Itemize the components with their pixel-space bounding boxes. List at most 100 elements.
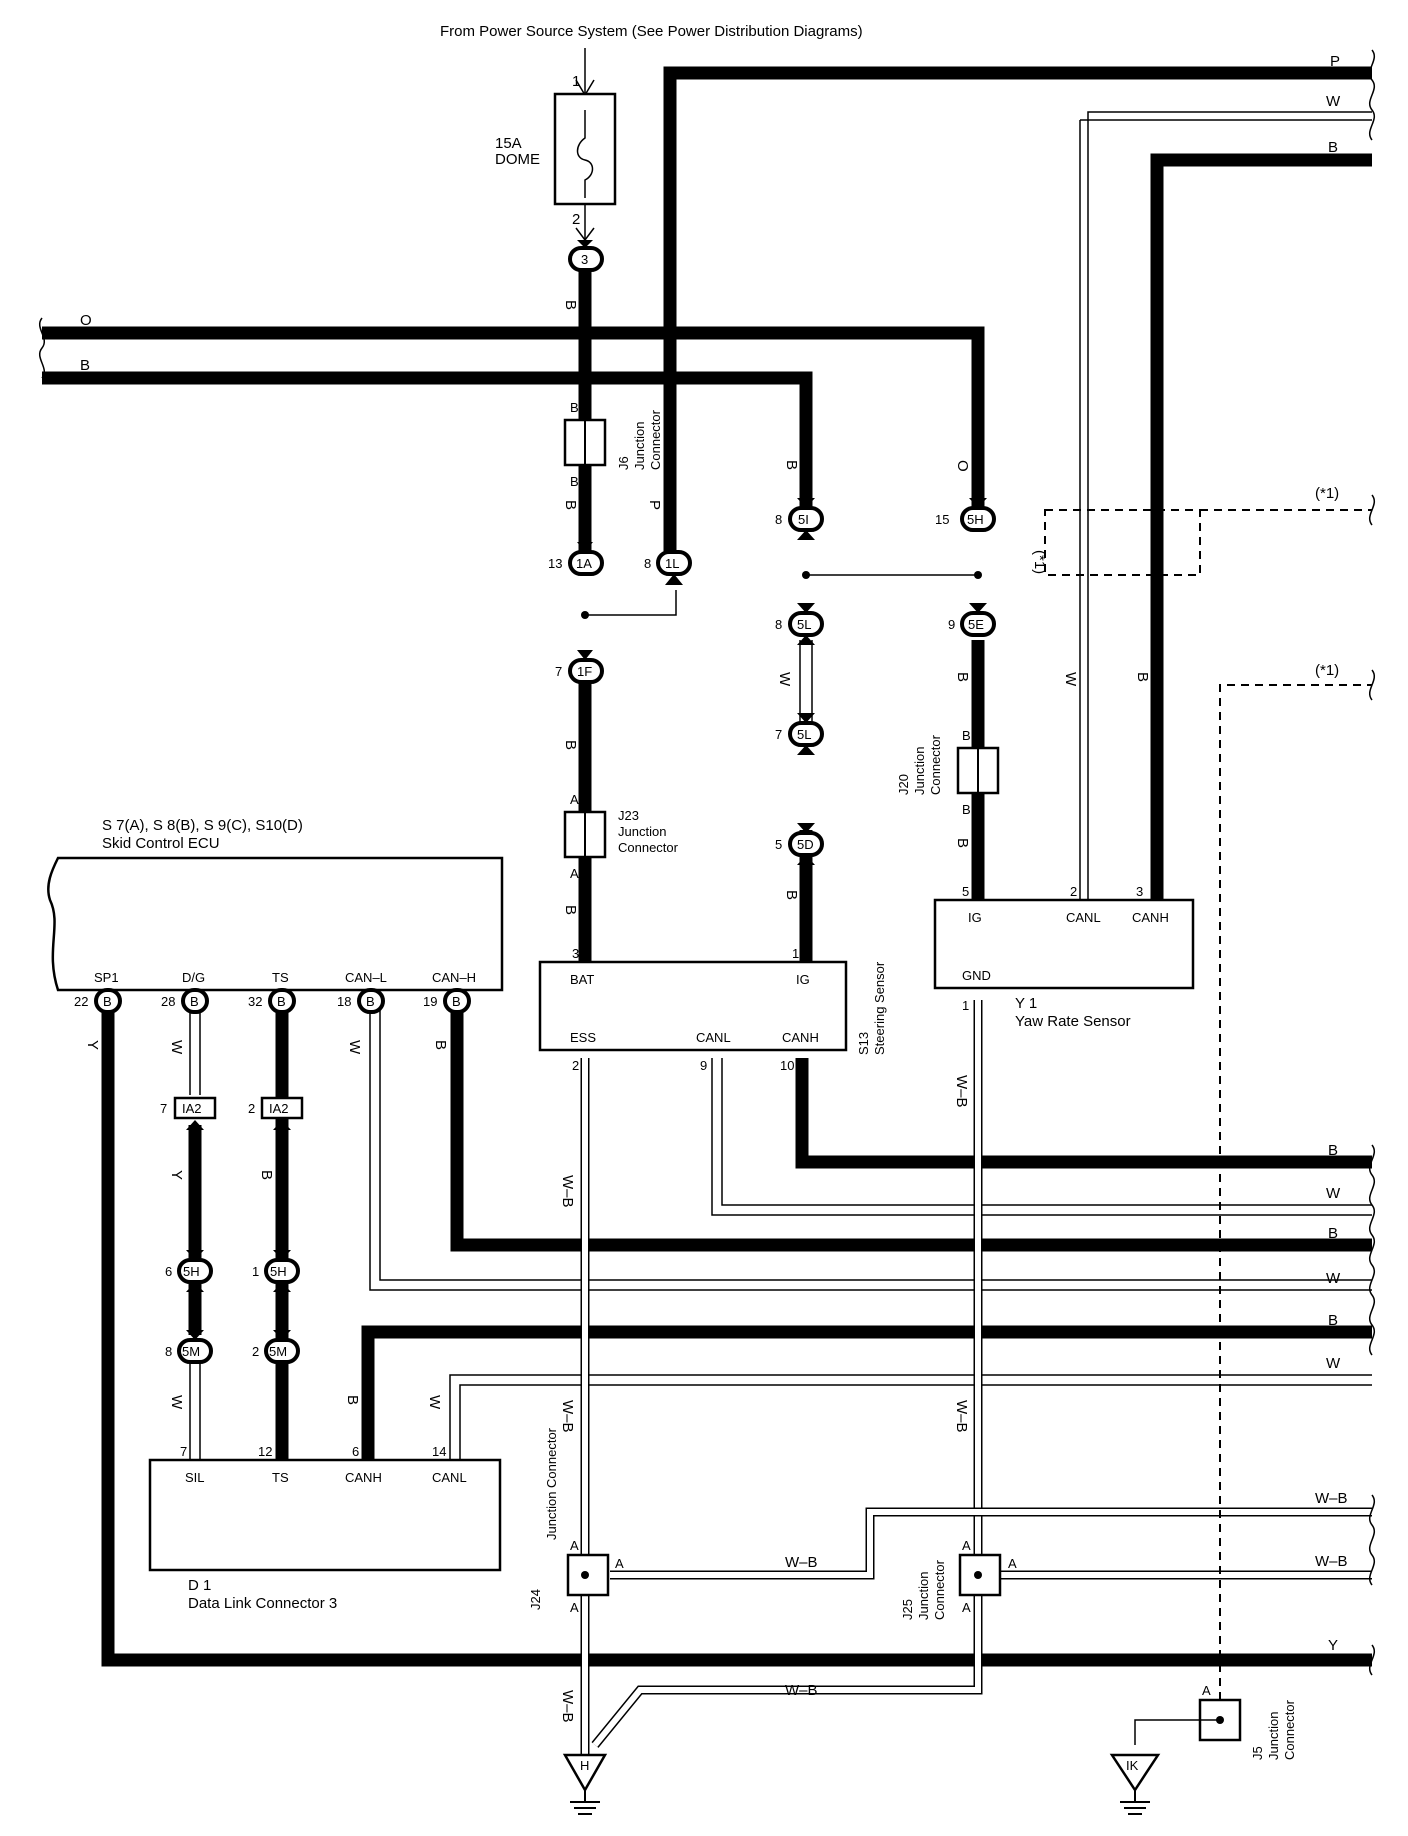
svg-text:5: 5 xyxy=(775,837,782,852)
svg-text:5L: 5L xyxy=(797,727,811,742)
svg-text:B: B xyxy=(103,994,112,1009)
svg-text:2: 2 xyxy=(1070,884,1077,899)
svg-text:IA2: IA2 xyxy=(182,1101,202,1116)
svg-text:1: 1 xyxy=(572,73,580,90)
svg-text:J24: J24 xyxy=(528,1589,543,1610)
svg-text:Junction: Junction xyxy=(632,422,647,470)
svg-text:15A: 15A xyxy=(495,135,522,152)
svg-text:12: 12 xyxy=(258,1444,272,1459)
svg-text:H: H xyxy=(580,1758,589,1773)
svg-text:W–B: W–B xyxy=(953,1075,970,1108)
svg-text:TS: TS xyxy=(272,970,289,985)
yaw-rate-sensor: IG CANL CANH GND 5 2 3 1 Y 1 Yaw Rate Se… xyxy=(933,884,1195,1030)
svg-text:CANH: CANH xyxy=(345,1470,382,1485)
connector-5h: 5H6 5H1 xyxy=(165,1258,300,1284)
fuse-15a-dome: 1 15A DOME 2 xyxy=(495,73,617,228)
svg-text:3: 3 xyxy=(581,252,588,267)
svg-text:D/G: D/G xyxy=(182,970,205,985)
svg-text:J23: J23 xyxy=(618,808,639,823)
svg-text:8: 8 xyxy=(775,617,782,632)
svg-text:A: A xyxy=(962,1538,971,1553)
svg-text:B: B xyxy=(1328,139,1338,156)
svg-text:J25: J25 xyxy=(900,1599,915,1620)
svg-text:5H: 5H xyxy=(270,1264,287,1279)
svg-text:2: 2 xyxy=(572,1058,579,1073)
svg-text:B: B xyxy=(570,474,579,489)
svg-text:32: 32 xyxy=(248,994,262,1009)
connector-1a: 1A 13 xyxy=(548,550,604,576)
svg-text:W–B: W–B xyxy=(559,1175,576,1208)
svg-text:S13: S13 xyxy=(856,1032,871,1055)
svg-text:CANL: CANL xyxy=(1066,910,1101,925)
junction-connector-j24: A A A J24 Junction Connector xyxy=(528,1427,624,1615)
connector-5h-top: 5H 15 xyxy=(935,506,996,532)
svg-text:5M: 5M xyxy=(269,1344,287,1359)
connector-1l: 1L 8 xyxy=(644,550,692,576)
svg-text:7: 7 xyxy=(160,1101,167,1116)
svg-text:CANH: CANH xyxy=(782,1030,819,1045)
svg-text:TS: TS xyxy=(272,1470,289,1485)
svg-text:1A: 1A xyxy=(576,556,592,571)
connector-5i: 5I 8 xyxy=(775,506,824,532)
svg-text:Connector: Connector xyxy=(648,409,663,470)
svg-text:5E: 5E xyxy=(968,617,984,632)
svg-text:9: 9 xyxy=(700,1058,707,1073)
svg-text:ESS: ESS xyxy=(570,1030,596,1045)
svg-text:B: B xyxy=(783,460,800,470)
svg-text:B: B xyxy=(80,357,90,374)
svg-text:B: B xyxy=(1328,1142,1338,1159)
svg-text:Junction: Junction xyxy=(916,1572,931,1620)
ground-ik: IK xyxy=(1109,1753,1161,1815)
svg-text:7: 7 xyxy=(775,727,782,742)
svg-text:9: 9 xyxy=(948,617,955,632)
svg-text:A: A xyxy=(570,1600,579,1615)
svg-text:1L: 1L xyxy=(665,556,679,571)
svg-text:B: B xyxy=(258,1170,275,1180)
svg-text:2: 2 xyxy=(572,211,580,228)
note-3: (*1) xyxy=(1315,662,1339,679)
svg-text:Data Link Connector 3: Data Link Connector 3 xyxy=(188,1595,337,1612)
svg-text:W: W xyxy=(1326,93,1341,110)
svg-text:CAN–H: CAN–H xyxy=(432,970,476,985)
connector-5l-b: 5L 7 xyxy=(775,721,824,747)
junction-connector-j23: A A J23 Junction Connector xyxy=(563,792,679,881)
svg-text:IG: IG xyxy=(968,910,982,925)
svg-text:B: B xyxy=(562,740,579,750)
svg-text:W: W xyxy=(1062,672,1079,687)
svg-text:A: A xyxy=(570,1538,579,1553)
svg-text:8: 8 xyxy=(644,556,651,571)
svg-text:Y: Y xyxy=(84,1040,101,1050)
svg-text:B: B xyxy=(783,890,800,900)
svg-text:3: 3 xyxy=(572,946,579,961)
svg-text:Y 1: Y 1 xyxy=(1015,995,1037,1012)
svg-text:W: W xyxy=(168,1040,185,1055)
svg-text:B: B xyxy=(344,1395,361,1405)
data-link-connector-3: SIL TS CANH CANL 7 12 6 14 D 1 Data Link… xyxy=(148,1444,502,1612)
steering-sensor: BAT IG ESS CANL CANH 3 1 2 9 10 S13 Stee… xyxy=(538,946,887,1073)
svg-text:DOME: DOME xyxy=(495,151,540,168)
junction-connector-j20: B B J20 Junction Connector xyxy=(896,728,1000,817)
connector-3: 3 xyxy=(568,246,604,272)
svg-text:6: 6 xyxy=(352,1444,359,1459)
svg-text:B: B xyxy=(570,400,579,415)
svg-text:CANL: CANL xyxy=(696,1030,731,1045)
svg-text:B: B xyxy=(190,994,199,1009)
svg-text:W–B: W–B xyxy=(1315,1553,1348,1570)
svg-text:D 1: D 1 xyxy=(188,1577,211,1594)
svg-text:B: B xyxy=(962,802,971,817)
svg-text:IA2: IA2 xyxy=(269,1101,289,1116)
svg-text:28: 28 xyxy=(161,994,175,1009)
svg-text:5L: 5L xyxy=(797,617,811,632)
svg-text:15: 15 xyxy=(935,512,949,527)
svg-text:W–B: W–B xyxy=(953,1400,970,1433)
svg-text:1: 1 xyxy=(792,946,799,961)
svg-text:W: W xyxy=(168,1395,185,1410)
svg-text:O: O xyxy=(954,460,971,472)
svg-text:Junction: Junction xyxy=(618,824,666,839)
svg-text:J20: J20 xyxy=(896,774,911,795)
svg-text:Connector: Connector xyxy=(932,1559,947,1620)
svg-text:13: 13 xyxy=(548,556,562,571)
svg-text:Junction: Junction xyxy=(912,747,927,795)
junction-connector-j6: B B J6 Junction Connector xyxy=(563,400,663,489)
